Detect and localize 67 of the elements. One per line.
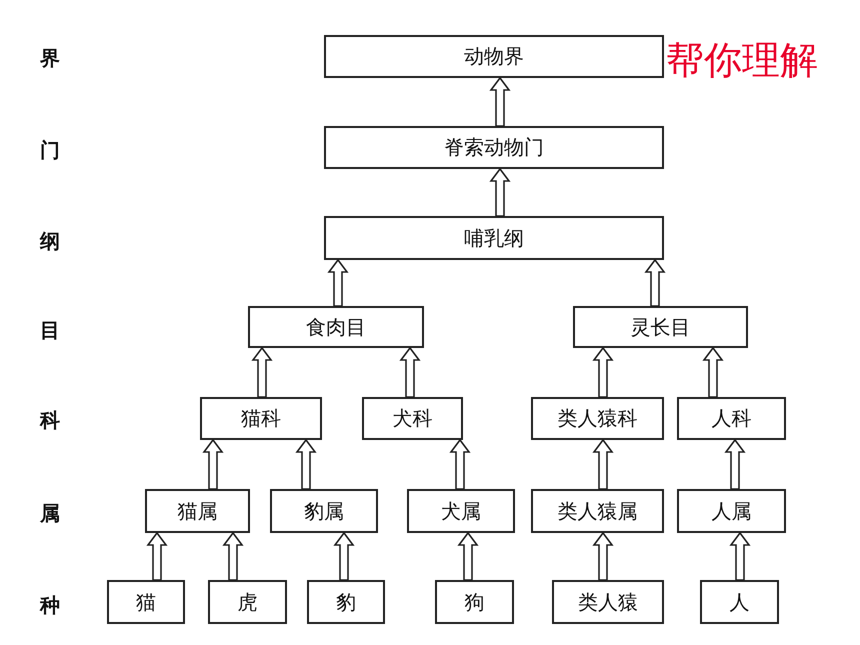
taxon-box xyxy=(407,489,515,533)
taxon-name: 脊索动物门 xyxy=(444,134,544,161)
taxon-name: 猫科 xyxy=(241,405,281,432)
taxon-box xyxy=(107,580,185,624)
hollow-arrow xyxy=(644,258,666,307)
taxon-box xyxy=(435,580,514,624)
taxon-name: 类人猿科 xyxy=(558,405,638,432)
taxon-box xyxy=(324,216,664,260)
hollow-arrow xyxy=(251,346,273,398)
taxon-box xyxy=(145,489,250,533)
taxon-box xyxy=(677,397,786,440)
taxon-box xyxy=(573,306,748,348)
hollow-arrow xyxy=(702,346,724,398)
taxon-name: 犬属 xyxy=(441,498,481,524)
taxon-box xyxy=(700,580,779,624)
taxon-name: 豹 xyxy=(336,588,356,616)
taxon-name: 类人猿 xyxy=(578,588,638,616)
hollow-arrow xyxy=(592,346,614,398)
taxon-box xyxy=(208,580,287,624)
taxon-box xyxy=(324,35,664,78)
taxon-box xyxy=(531,397,664,440)
taxon-name: 灵长目 xyxy=(630,314,690,340)
hollow-arrow xyxy=(146,532,168,581)
taxon-box xyxy=(362,397,463,440)
hollow-arrow xyxy=(222,532,244,581)
rank-label: 种 xyxy=(40,592,60,619)
caption-text: 帮你理解 xyxy=(666,37,818,84)
hollow-arrow xyxy=(592,532,614,581)
taxon-name: 动物界 xyxy=(464,43,524,70)
rank-label: 门 xyxy=(40,137,60,164)
hollow-arrow xyxy=(729,532,751,581)
taxon-name: 哺乳纲 xyxy=(464,224,524,252)
rank-label: 目 xyxy=(40,317,60,344)
hollow-arrow xyxy=(489,76,511,127)
rank-label: 科 xyxy=(40,407,60,434)
taxon-name: 狗 xyxy=(464,588,484,616)
rank-label: 属 xyxy=(40,500,60,527)
rank-label: 纲 xyxy=(40,228,60,255)
taxon-name: 人 xyxy=(730,588,750,616)
taxon-box xyxy=(200,397,322,440)
taxon-name: 食肉目 xyxy=(306,314,366,340)
hollow-arrow xyxy=(399,346,421,398)
taxon-name: 人属 xyxy=(712,498,752,524)
taxon-box xyxy=(552,580,664,624)
taxon-name: 猫属 xyxy=(178,498,218,524)
hollow-arrow xyxy=(449,438,471,490)
hollow-arrow xyxy=(327,258,349,307)
taxon-name: 犬科 xyxy=(392,405,432,432)
hollow-arrow xyxy=(202,438,224,490)
hollow-arrow xyxy=(489,168,511,217)
taxon-name: 类人猿属 xyxy=(558,498,638,524)
taxon-name: 虎 xyxy=(238,588,258,616)
hollow-arrow xyxy=(592,438,614,490)
taxon-box xyxy=(270,489,378,533)
taxon-name: 人科 xyxy=(712,405,752,432)
hollow-arrow xyxy=(724,438,746,490)
taxon-box xyxy=(248,306,424,348)
taxon-box xyxy=(677,489,786,533)
taxon-box xyxy=(531,489,664,533)
taxon-box xyxy=(324,126,664,169)
taxon-name: 猫 xyxy=(136,588,156,616)
hollow-arrow xyxy=(295,438,317,490)
hollow-arrow xyxy=(333,532,355,581)
taxon-box xyxy=(307,580,385,624)
hollow-arrow xyxy=(457,532,479,581)
taxon-name: 豹属 xyxy=(304,498,344,524)
rank-label: 界 xyxy=(40,45,60,72)
